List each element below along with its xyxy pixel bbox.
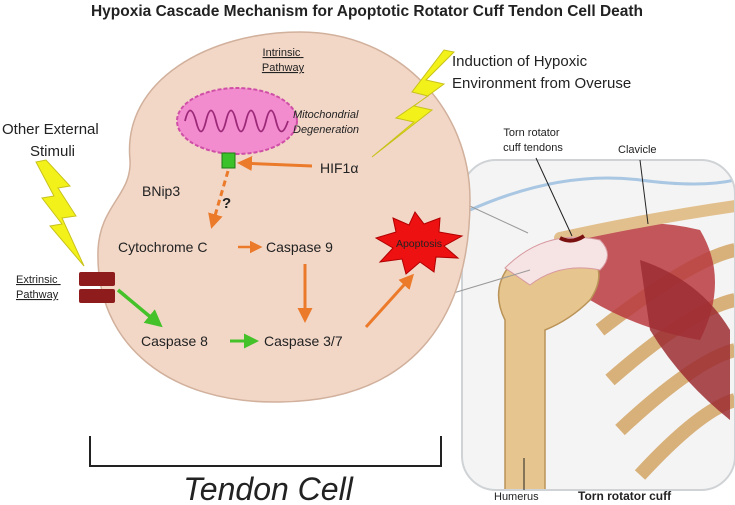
caspase8-label: Caspase 8 <box>141 333 208 349</box>
tendon-cell-bracket <box>89 436 442 467</box>
external-stimuli-label: Other External Stimuli <box>2 121 103 160</box>
torn-tendons-pointer <box>535 157 573 237</box>
humerus-label: Humerus <box>494 491 539 503</box>
bnip3-label: BNip3 <box>142 183 180 199</box>
tendon-cell-label: Tendon Cell <box>183 471 354 505</box>
apoptosis-burst <box>374 211 464 275</box>
clavicle-label: Clavicle <box>618 144 657 156</box>
bnip3-protein <box>221 152 236 169</box>
mitochondrion <box>176 87 298 155</box>
shoulder-caption: Torn rotator cuff <box>578 489 672 503</box>
uncertain-link-mark: ? <box>222 195 231 212</box>
hif1a-label: HIF1α <box>320 160 358 176</box>
hypoxia-lightning-icon <box>371 49 456 158</box>
caspase37-label: Caspase 3/7 <box>264 333 343 349</box>
mitochondrial-degeneration-label: Mitochondrial Degeneration <box>293 109 361 136</box>
arrow-hif1a-to-bnip3 <box>237 156 313 171</box>
shoulder-frame <box>461 159 735 491</box>
apoptosis-label: Apoptosis <box>396 238 442 250</box>
death-receptor <box>79 272 115 303</box>
caspase9-label: Caspase 9 <box>266 239 333 255</box>
hypoxia-induction-label: Induction of Hypoxic Environment from Ov… <box>452 53 631 92</box>
torn-tendons-label: Torn rotator cuff tendons <box>503 127 563 154</box>
arrow-caspase37-to-apoptosis <box>364 273 415 329</box>
shoulder-illustration <box>462 160 735 490</box>
arrow-receptor-to-caspase8 <box>116 288 163 328</box>
diagram-title: Hypoxia Cascade Mechanism for Apoptotic … <box>91 3 643 20</box>
extrinsic-pathway-label: Extrinsic Pathway <box>16 274 61 301</box>
external-stimuli-lightning-icon <box>35 159 85 267</box>
intrinsic-pathway-label: Intrinsic Pathway <box>262 47 305 74</box>
clavicle-pointer <box>639 159 649 225</box>
cytochrome-c-label: Cytochrome C <box>118 239 207 255</box>
